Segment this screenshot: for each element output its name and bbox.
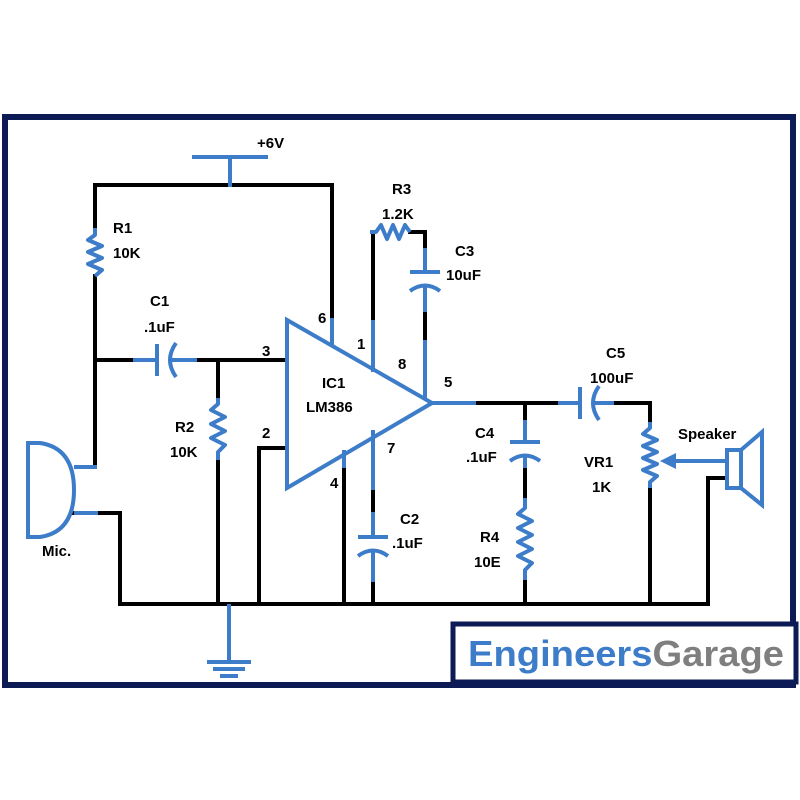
logo-part2: Garage	[652, 633, 784, 674]
r3-resistor	[370, 223, 412, 241]
speaker-icon	[725, 427, 764, 510]
ic1-name: IC1	[322, 375, 345, 392]
r2-resistor	[209, 398, 227, 460]
c2-name: C2	[400, 511, 419, 528]
speaker-label: Speaker	[678, 426, 737, 443]
c4-name: C4	[475, 425, 495, 442]
pin-8: 8	[398, 356, 406, 373]
ic1-amplifier	[285, 316, 436, 492]
c1-value: .1uF	[144, 319, 175, 336]
pin-6: 6	[318, 310, 326, 327]
c5-name: C5	[606, 345, 625, 362]
c2-capacitor	[356, 512, 390, 582]
c5-capacitor	[558, 384, 614, 422]
r2-name: R2	[175, 419, 194, 436]
pin-4: 4	[330, 475, 339, 492]
pin-3: 3	[262, 343, 270, 360]
r1-name: R1	[113, 220, 132, 237]
r1-value: 10K	[113, 245, 141, 262]
c3-capacitor	[408, 248, 442, 312]
mic-label: Mic.	[42, 543, 71, 560]
r4-resistor	[516, 498, 534, 580]
r2-value: 10K	[170, 444, 198, 461]
ic1-value: LM386	[306, 399, 353, 416]
r4-value: 10E	[474, 554, 501, 571]
c4-capacitor	[508, 420, 542, 468]
supply-symbol	[192, 155, 268, 187]
c2-value: .1uF	[392, 535, 423, 552]
vr1-name: VR1	[584, 454, 613, 471]
c3-value: 10uF	[446, 267, 481, 284]
c1-name: C1	[150, 293, 169, 310]
r4-name: R4	[480, 529, 500, 546]
microphone-icon	[26, 441, 98, 539]
logo-part1: Engineers	[468, 633, 652, 674]
components	[26, 155, 764, 678]
ground-symbol	[207, 604, 251, 678]
c1-capacitor	[133, 341, 197, 379]
vr1-value: 1K	[592, 479, 611, 496]
r3-value: 1.2K	[382, 206, 414, 223]
r3-name: R3	[392, 181, 411, 198]
c4-value: .1uF	[466, 449, 497, 466]
r1-resistor	[86, 228, 104, 278]
vr1-potentiometer	[641, 422, 728, 488]
supply-label: +6V	[257, 135, 284, 152]
pin-5: 5	[444, 374, 452, 391]
diagram-frame	[2, 114, 796, 688]
pin-7: 7	[387, 440, 395, 457]
pin-1: 1	[357, 336, 365, 353]
pin-2: 2	[262, 425, 270, 442]
c3-name: C3	[455, 243, 474, 260]
c5-value: 100uF	[590, 370, 633, 387]
